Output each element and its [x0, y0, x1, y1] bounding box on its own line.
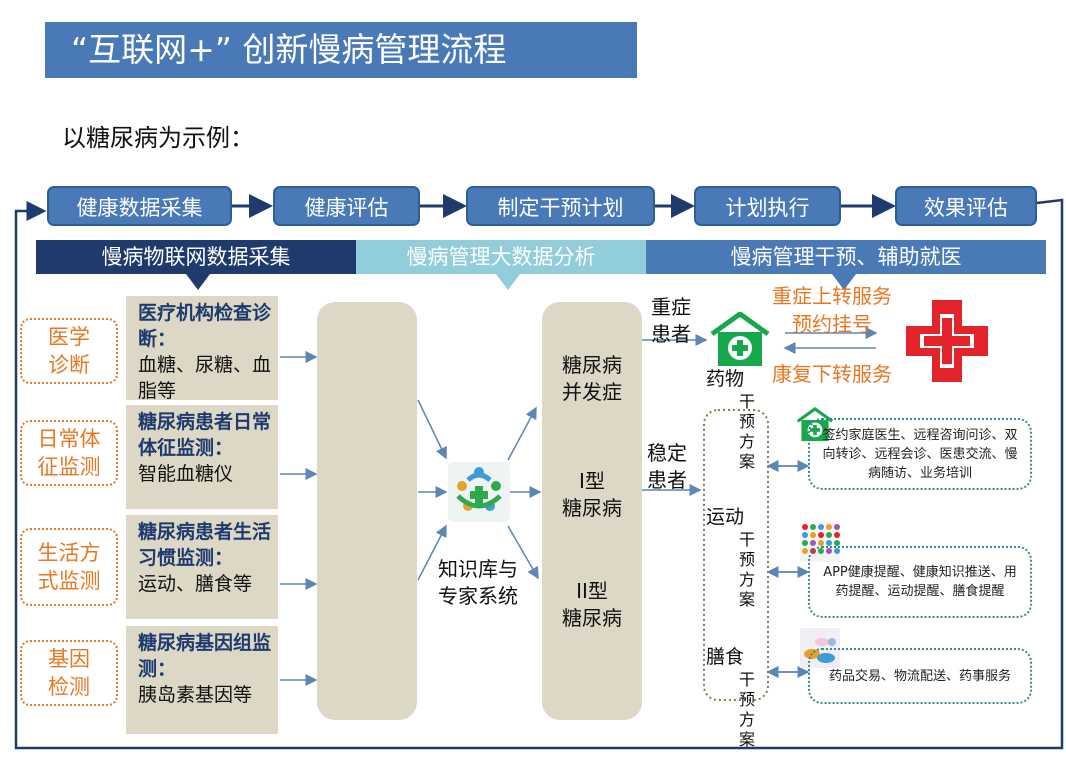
detail-heading: 糖尿病患者日常体征监测：: [138, 411, 272, 459]
collection-pillar: [317, 302, 417, 720]
label-line: 诊断: [48, 353, 90, 377]
stable-patient-label: 稳定患者: [642, 440, 692, 494]
service-app-reminder: APP健康提醒、健康知识推送、用药提醒、运动提醒、膳食提醒: [808, 546, 1032, 618]
label-line: 重症: [651, 295, 691, 319]
label-line: 基因: [48, 647, 90, 671]
detail-heading: 糖尿病患者生活习惯监测：: [138, 521, 272, 569]
hospital-cross-icon: [906, 300, 988, 382]
label-line: II型: [576, 579, 608, 603]
step-effect-evaluation: 效果评估: [895, 186, 1037, 226]
label-line: 预约挂号: [792, 312, 872, 336]
detail-text: 智能血糖仪: [138, 463, 234, 485]
knowledge-base-label: 知识库与专家系统: [428, 556, 528, 610]
source-label-medical: 医学诊断: [20, 318, 118, 384]
label-line: 知识库与: [438, 557, 518, 581]
detail-heading: 糖尿病基因组监测：: [138, 632, 272, 680]
community-hospital-icon: [710, 312, 770, 366]
subtitle: 以糖尿病为示例：: [62, 124, 254, 152]
exercise-plan-text: 干预方案: [738, 530, 755, 609]
label-line: 稳定: [647, 441, 687, 465]
service-family-doctor: 签约家庭医生、远程咨询问诊、双向转诊、远程会诊、医患交流、慢病随访、业务培训: [808, 418, 1032, 490]
step-plan-execution: 计划执行: [694, 186, 841, 226]
source-label-gene: 基因检测: [20, 640, 118, 706]
source-label-vitals: 日常体征监测: [20, 420, 118, 486]
label-line: 并发症: [562, 380, 622, 404]
drug-intervention-label: 药物: [706, 368, 745, 390]
referral-up-label: 重症上转服务预约挂号: [762, 282, 902, 338]
service-pharmacy: 药品交易、物流配送、药事服务: [808, 648, 1032, 704]
band-iot-collection: 慢病物联网数据采集: [36, 240, 356, 274]
source-detail-vitals: 糖尿病患者日常体征监测： 智能血糖仪: [126, 405, 278, 509]
label-line: I型: [579, 469, 605, 493]
label-line: 糖尿病: [562, 496, 622, 520]
source-detail-medical: 医疗机构检查诊断：血糖、尿糖、血脂等: [126, 296, 278, 402]
label-line: 征监测: [37, 455, 101, 479]
detail-heading: 医疗机构检查诊断：: [138, 302, 272, 350]
detail-text: 胰岛素基因等: [138, 684, 253, 706]
severe-patient-label: 重症患者: [646, 294, 696, 348]
disease-pillar: [542, 302, 642, 720]
step-intervention-plan: 制定干预计划: [466, 186, 655, 226]
band-intervention: 慢病管理干预、辅助就医: [646, 240, 1046, 274]
source-detail-lifestyle: 糖尿病患者生活习惯监测： 运动、膳食等: [126, 515, 278, 619]
label-line: 糖尿病: [562, 606, 622, 630]
detail-text: 运动、膳食等: [138, 573, 253, 595]
label-line: 医学: [48, 325, 90, 349]
referral-down-label: 康复下转服务: [772, 362, 892, 386]
disease-type2: II型糖尿病: [552, 578, 632, 632]
label-line: 重症上转服务: [772, 284, 892, 308]
label-line: 式监测: [37, 569, 101, 593]
expert-system-icon: [448, 462, 510, 522]
label-line: 生活方: [37, 541, 101, 565]
label-line: 专家系统: [438, 584, 518, 608]
label-line: 患者: [651, 322, 691, 346]
label-line: 日常体: [37, 427, 101, 451]
label-line: 检测: [48, 675, 90, 699]
diet-intervention-label: 膳食: [706, 646, 745, 668]
source-label-lifestyle: 生活方式监测: [20, 528, 118, 606]
disease-type1: I型糖尿病: [552, 468, 632, 522]
page-title: “互联网+” 创新慢病管理流程: [45, 22, 637, 78]
label-line: 糖尿病: [562, 353, 622, 377]
step-data-collection: 健康数据采集: [47, 186, 232, 226]
band-big-data: 慢病管理大数据分析: [356, 240, 646, 274]
detail-text: 血糖、尿糖、血脂等: [138, 354, 272, 402]
label-line: 患者: [647, 468, 687, 492]
exercise-intervention-label: 运动: [706, 506, 745, 528]
diet-plan-text: 干预方案: [738, 670, 755, 749]
drug-plan-text: 干预方案: [738, 392, 755, 471]
source-detail-gene: 糖尿病基因组监测： 胰岛素基因等: [126, 626, 278, 734]
disease-complication: 糖尿病并发症: [552, 352, 632, 406]
step-health-assessment: 健康评估: [273, 186, 420, 226]
